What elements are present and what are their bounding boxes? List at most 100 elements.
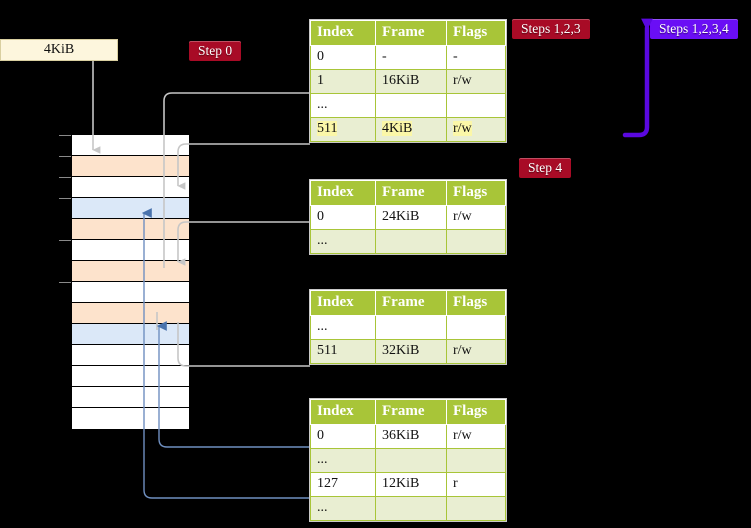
- column-header-frame: Frame: [375, 290, 447, 316]
- memory-frame-row: [72, 156, 189, 177]
- memory-frame-row: [72, 324, 189, 345]
- cell-frame: [375, 93, 447, 118]
- table-header-row: Index Frame Flags: [310, 399, 506, 425]
- memory-tick: [59, 177, 71, 178]
- memory-frame-row: [72, 303, 189, 324]
- cell-flags: r/w: [446, 205, 506, 230]
- memory-frame-row: [72, 219, 189, 240]
- cell-frame: 32KiB: [375, 339, 447, 364]
- page-table-level-3: Index Frame Flags ... 511 32KiB r/w: [310, 290, 506, 364]
- cell-flags: [446, 93, 506, 118]
- table-row: 1 16KiB r/w: [310, 69, 506, 94]
- column-header-frame: Frame: [375, 180, 447, 206]
- table-row: 127 12KiB r: [310, 472, 506, 497]
- cell-flags: [446, 315, 506, 340]
- column-header-flags: Flags: [446, 180, 506, 206]
- memory-tick: [59, 240, 71, 241]
- cell-index: ...: [310, 448, 376, 473]
- cell-index: ...: [310, 315, 376, 340]
- page-table-level-2: Index Frame Flags 0 24KiB r/w ...: [310, 180, 506, 254]
- cell-flags: [446, 448, 506, 473]
- memory-frame-row: [72, 177, 189, 198]
- table-header-row: Index Frame Flags: [310, 180, 506, 206]
- badge-step-0: Step 0: [189, 41, 242, 61]
- table-row: 0 - -: [310, 45, 506, 70]
- cell-frame: -: [375, 45, 447, 70]
- column-header-index: Index: [310, 20, 376, 46]
- cell-frame: [375, 496, 447, 521]
- memory-tick: [59, 282, 71, 283]
- column-header-index: Index: [310, 399, 376, 425]
- cell-frame: [375, 448, 447, 473]
- table-row: 511 4KiB r/w: [310, 117, 506, 142]
- memory-frame-row: [72, 261, 189, 282]
- badge-step-4: Step 4: [519, 158, 572, 178]
- memory-frame-row: [72, 198, 189, 219]
- table-row: ...: [310, 448, 506, 473]
- memory-frame-row: [72, 408, 189, 429]
- column-header-frame: Frame: [375, 399, 447, 425]
- memory-frame-row: [72, 282, 189, 303]
- cell-frame: 24KiB: [375, 205, 447, 230]
- cell-index-text: 511: [317, 121, 338, 136]
- cell-index: ...: [310, 496, 376, 521]
- table-row: ...: [310, 315, 506, 340]
- cell-flags: r/w: [446, 117, 506, 142]
- table-row: ...: [310, 93, 506, 118]
- memory-source-label: 4KiB: [43, 42, 75, 57]
- memory-frame-row: [72, 366, 189, 387]
- cell-flags: [446, 229, 506, 254]
- memory-tick: [59, 198, 71, 199]
- table-row: 0 36KiB r/w: [310, 424, 506, 449]
- column-header-index: Index: [310, 180, 376, 206]
- cell-index: 0: [310, 45, 376, 70]
- cell-index: 1: [310, 69, 376, 94]
- cell-frame: [375, 315, 447, 340]
- cell-index: 511: [310, 339, 376, 364]
- cell-frame: 16KiB: [375, 69, 447, 94]
- cell-flags: [446, 496, 506, 521]
- wire-table3-row511-up: [177, 322, 310, 367]
- page-table-level-4: Index Frame Flags 0 36KiB r/w ... 127 12…: [310, 399, 506, 521]
- memory-frame-row: [72, 387, 189, 408]
- memory-tick: [59, 156, 71, 157]
- badge-step-0-label: Step 0: [198, 43, 233, 58]
- cell-index: ...: [310, 93, 376, 118]
- memory-tick: [59, 135, 71, 136]
- wire-steps-1234-bracket: [622, 18, 653, 138]
- badge-steps-123-label: Steps 1,2,3: [521, 21, 581, 36]
- cell-frame: 12KiB: [375, 472, 447, 497]
- cell-frame: 4KiB: [375, 117, 447, 142]
- cell-index: 127: [310, 472, 376, 497]
- column-header-flags: Flags: [446, 290, 506, 316]
- badge-steps-1234: Steps 1,2,3,4: [650, 19, 738, 39]
- cell-index: 0: [310, 205, 376, 230]
- memory-frame-row: [72, 135, 189, 156]
- cell-index: ...: [310, 229, 376, 254]
- cell-flags: r/w: [446, 424, 506, 449]
- column-header-flags: Flags: [446, 399, 506, 425]
- cell-flags: r/w: [446, 69, 506, 94]
- cell-index: 511: [310, 117, 376, 142]
- cell-flags: r/w: [446, 339, 506, 364]
- table-row: 0 24KiB r/w: [310, 205, 506, 230]
- wire-table2-row0-down: [177, 221, 310, 266]
- cell-flags: r: [446, 472, 506, 497]
- memory-frame-row: [72, 345, 189, 366]
- badge-steps-1234-label: Steps 1,2,3,4: [659, 21, 729, 36]
- page-table-level-1: Index Frame Flags 0 - - 1 16KiB r/w ...: [310, 20, 506, 142]
- badge-steps-123: Steps 1,2,3: [512, 19, 590, 39]
- wire-table1-row511-down: [177, 143, 310, 190]
- cell-flags: -: [446, 45, 506, 70]
- memory-source-box: 4KiB: [0, 39, 118, 61]
- table-row: ...: [310, 229, 506, 254]
- column-header-flags: Flags: [446, 20, 506, 46]
- column-header-index: Index: [310, 290, 376, 316]
- cell-frame-text: 4KiB: [382, 121, 413, 136]
- table-row: ...: [310, 496, 506, 521]
- table-header-row: Index Frame Flags: [310, 20, 506, 46]
- cell-index: 0: [310, 424, 376, 449]
- table-header-row: Index Frame Flags: [310, 290, 506, 316]
- table-row: 511 32KiB r/w: [310, 339, 506, 364]
